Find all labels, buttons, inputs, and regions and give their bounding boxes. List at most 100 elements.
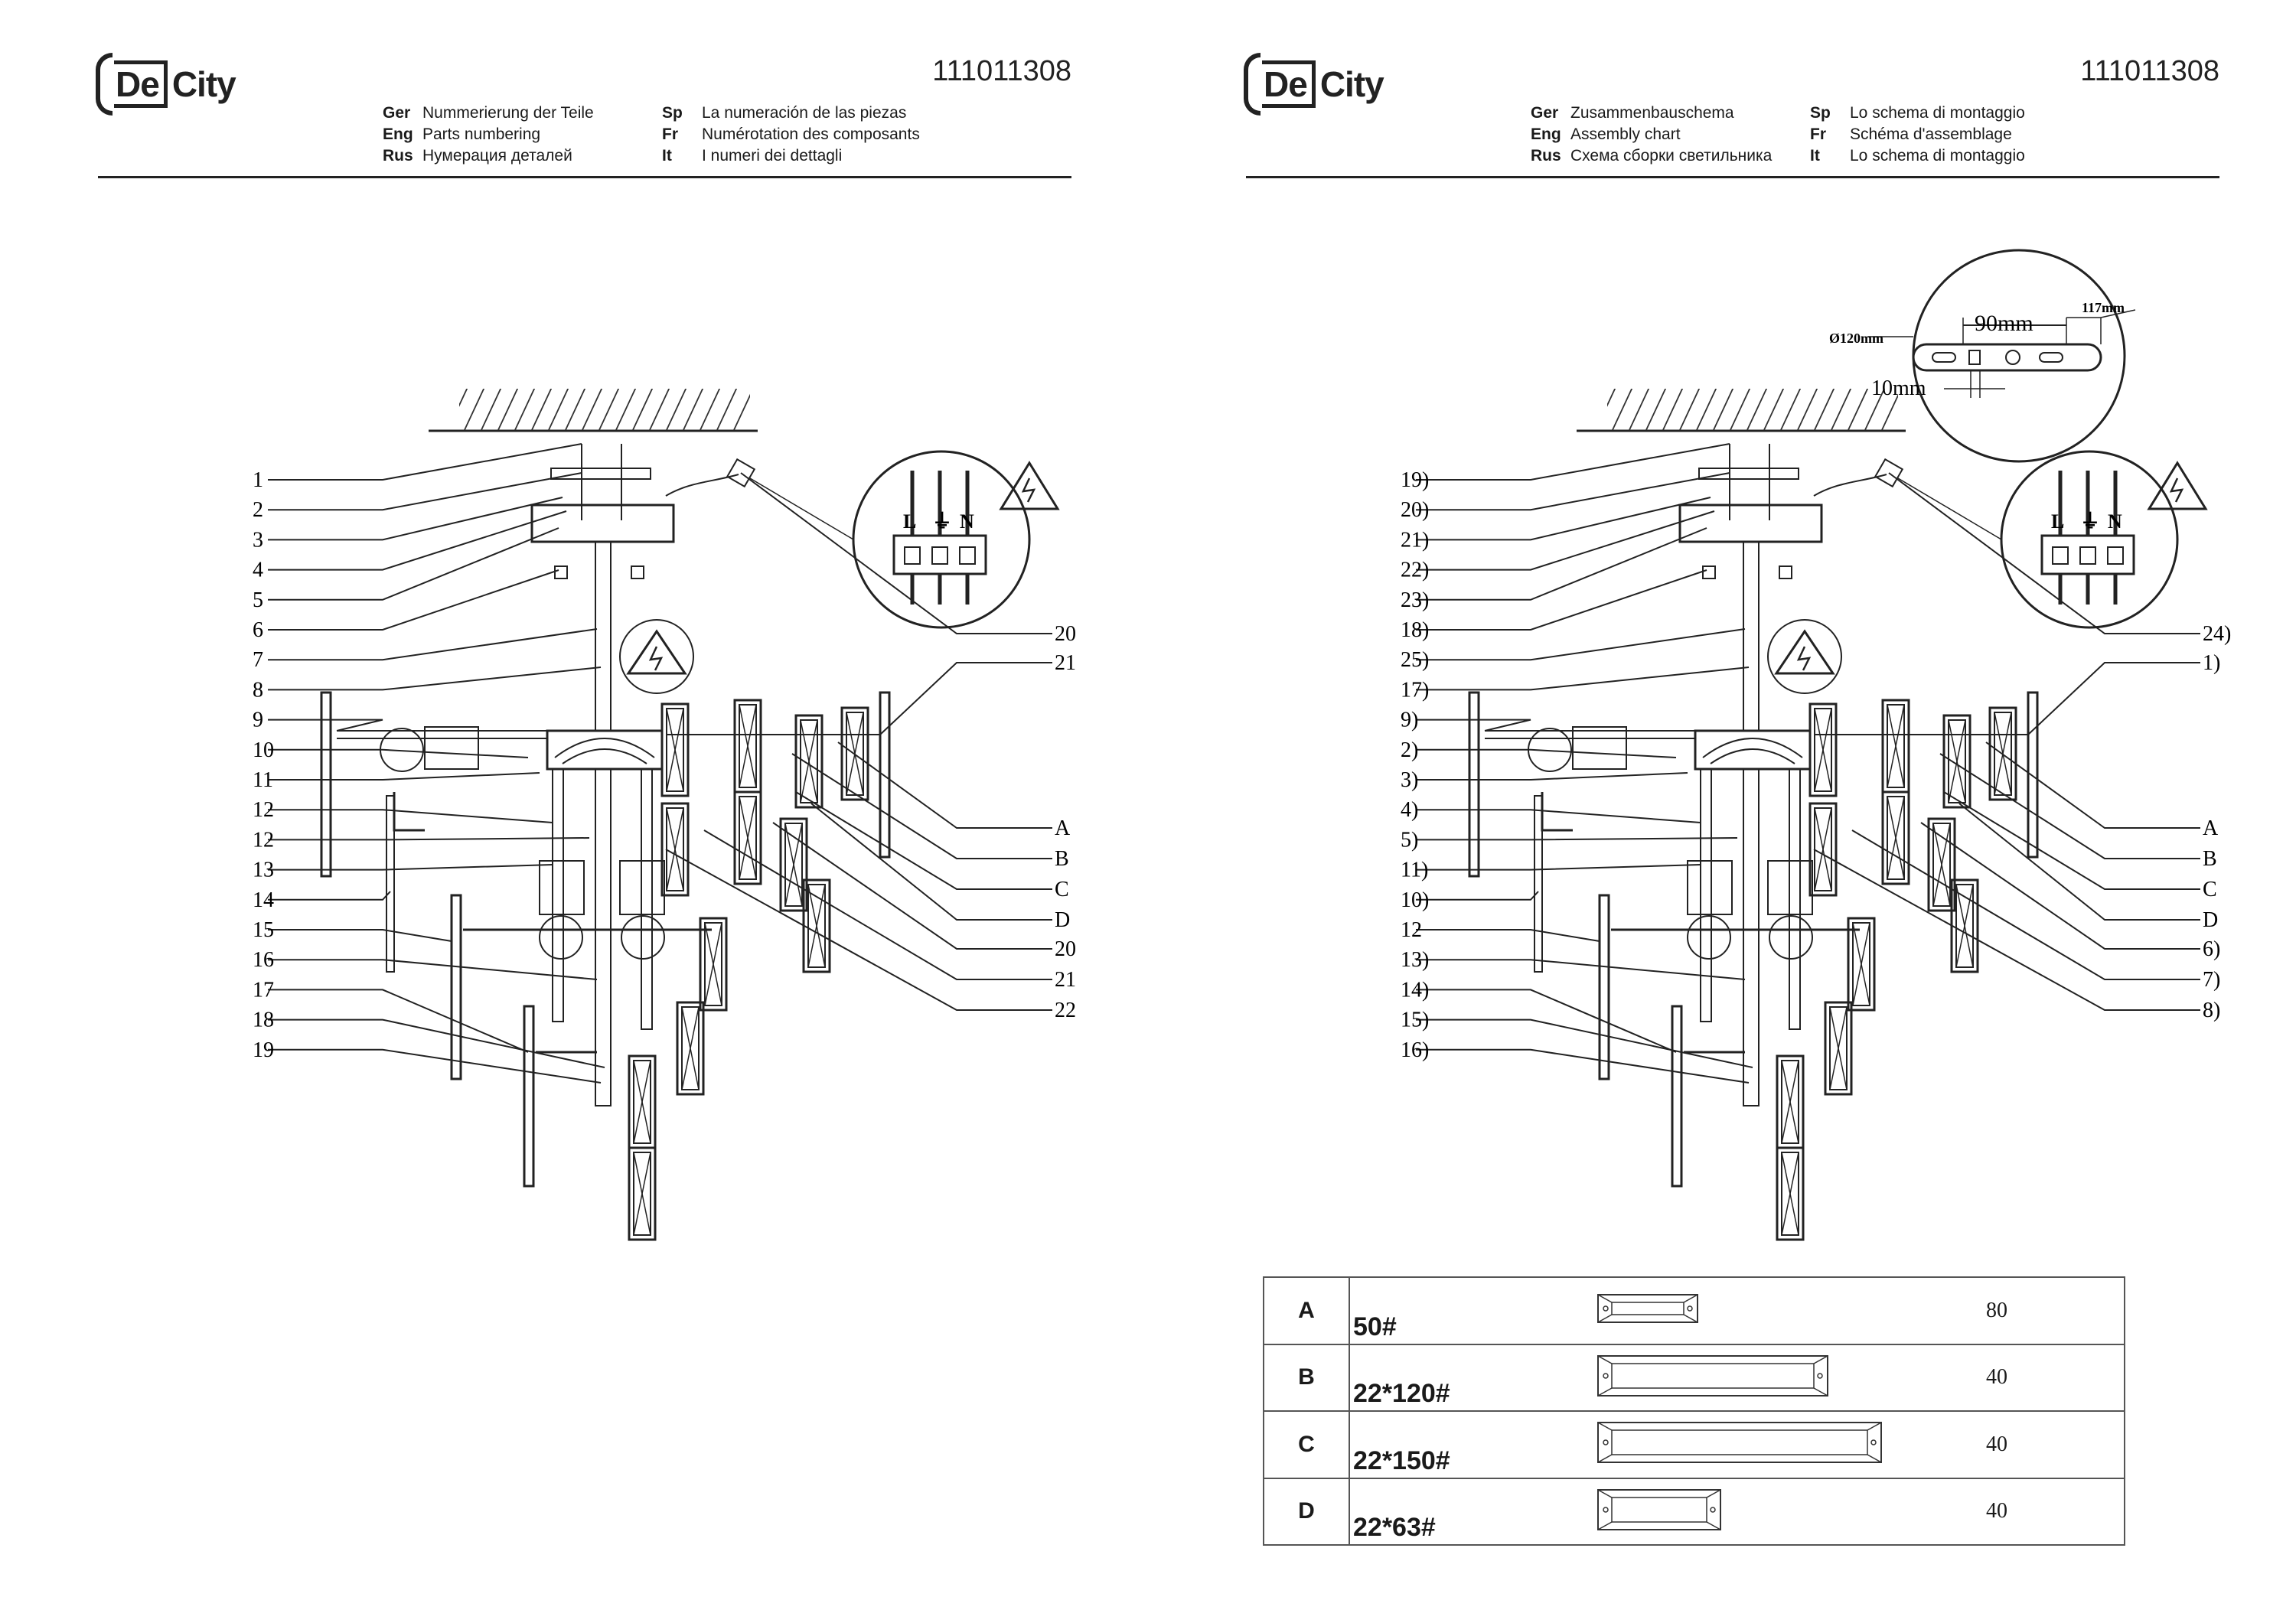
leader-line (1416, 929, 1600, 942)
leader-line (1416, 891, 1539, 901)
logo-bracket (1244, 53, 1261, 116)
leader-line (1416, 719, 1531, 732)
part-spec: 22*150# (1349, 1410, 1583, 1479)
callout-label: 17 (253, 978, 274, 1002)
dim-length: 117mm (2082, 300, 2125, 315)
callout-label: 18 (253, 1009, 274, 1032)
callout-label: 9) (1401, 709, 1418, 732)
language-text: Nummerierung der Teile (422, 104, 594, 122)
leader-line (1985, 741, 2200, 829)
logo-de: De (1262, 60, 1316, 108)
callout-label: 12 (253, 828, 274, 852)
leader-line (268, 1018, 605, 1068)
callout-label: 21) (1401, 528, 1429, 552)
leader-line (268, 891, 391, 901)
callout-label: 19 (253, 1038, 274, 1062)
leader-line (810, 803, 1052, 921)
terminal-letters-left: L ⏚ N (903, 510, 974, 533)
callout-label: 12 (253, 798, 274, 822)
callout-label: 19) (1401, 468, 1429, 492)
crystal-sketch-icon (1597, 1422, 1882, 1464)
callout-label: 24) (2203, 622, 2231, 646)
leader-line (791, 753, 1052, 859)
leader-line (268, 666, 602, 691)
logo-city: City (171, 64, 236, 104)
leader-line (268, 772, 540, 781)
terminal-l: L (903, 510, 916, 533)
callout-label: 12 (1401, 918, 1422, 942)
callout-label: 18) (1401, 618, 1429, 642)
leader-line (268, 837, 590, 841)
callout-label: 5 (253, 588, 263, 612)
callout-label: 3) (1401, 768, 1418, 792)
leader-line (1416, 748, 1677, 758)
dim-slot: 10mm (1871, 376, 1926, 400)
leader-line (1416, 666, 1750, 691)
callout-label: 9 (253, 709, 263, 732)
dim-diameter: Ø120mm (1829, 331, 1883, 346)
callout-label: 16) (1401, 1038, 1429, 1062)
language-text: La numeración de las piezas (702, 104, 907, 122)
leader-line (1416, 527, 1707, 601)
leader-line (268, 929, 452, 942)
callout-label: 8 (253, 678, 263, 702)
leader-line (268, 719, 383, 732)
callouts-right-page: 19)20)21)22)23)18)25)17)9)2)3)4)5)11)10)… (1401, 443, 2231, 1084)
language-code: Fr (1810, 125, 1826, 143)
doc-number: 111011308 (2080, 55, 2219, 87)
leader-line (1416, 989, 1677, 1053)
leader-line (703, 829, 1052, 980)
leader-line (1939, 753, 2200, 859)
leader-line (1416, 959, 1746, 980)
callout-label: 4) (1401, 798, 1418, 822)
callout-label: 15) (1401, 1009, 1429, 1032)
callout-label: 10 (253, 738, 274, 762)
part-spec: 22*63# (1349, 1477, 1583, 1546)
language-code: It (662, 147, 672, 165)
leader-line (268, 1048, 602, 1084)
leader-line (268, 809, 553, 823)
terminal-n: N (960, 510, 974, 533)
callout-label: 13 (253, 859, 274, 882)
callout-label: 4 (253, 559, 263, 582)
callout-label: 15 (253, 918, 274, 942)
callout-label: 20 (1055, 937, 1076, 961)
leader-line (1920, 822, 2200, 950)
part-key: B (1263, 1343, 1350, 1412)
doc-number: 111011308 (932, 55, 1071, 87)
callout-label: 1) (2203, 651, 2220, 675)
leader-line (1416, 497, 1711, 541)
callout-label: 14 (253, 888, 274, 912)
part-spec: 50# (1349, 1276, 1583, 1345)
leader-line (268, 569, 559, 631)
header-rule (98, 176, 1071, 178)
language-text: Parts numbering (422, 125, 541, 143)
callout-label: 6) (2203, 937, 2220, 961)
callout-label: 3 (253, 528, 263, 552)
terminal-letters-right: L ⏚ N (2051, 510, 2122, 533)
callout-label: 10) (1401, 888, 1429, 912)
leader-line (1416, 772, 1688, 781)
leader-line (1416, 472, 1730, 511)
language-code: Fr (662, 125, 678, 143)
crystal-sketch-icon (1597, 1354, 1828, 1396)
callout-label: 23) (1401, 588, 1429, 612)
callout-label: A (1055, 816, 1071, 840)
leader-line (1416, 510, 1715, 571)
language-code: Rus (1531, 147, 1561, 165)
language-code: It (1810, 147, 1820, 165)
leader-line (1416, 569, 1707, 631)
part-key: D (1263, 1477, 1350, 1546)
leader-line (1416, 864, 1701, 871)
